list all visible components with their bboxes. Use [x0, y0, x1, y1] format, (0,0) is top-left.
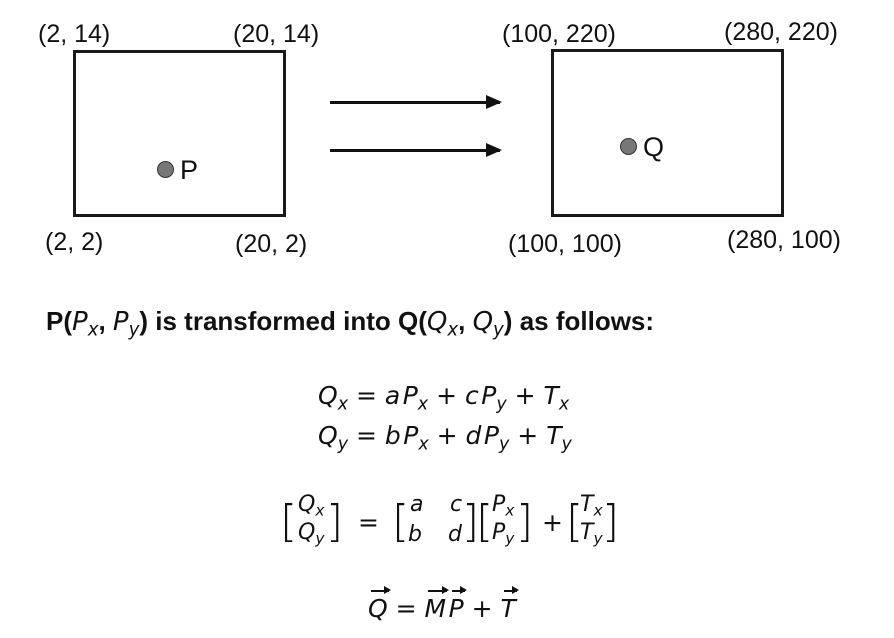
- eq1-sub-px: x: [417, 394, 429, 415]
- target-bottom-right-label: (280, 100): [727, 226, 841, 254]
- eq1-coef-c: c: [465, 381, 479, 410]
- target-bottom-left-label: (100, 100): [508, 230, 622, 258]
- matrix-t-top-var: T: [580, 492, 594, 517]
- desc-q-y-var: Q: [472, 307, 494, 337]
- matrix-t-top-sub: x: [593, 501, 603, 520]
- vector-t: T: [500, 586, 520, 623]
- eq2-sub-px: x: [418, 434, 429, 455]
- eq2-var-ty: T: [546, 421, 562, 450]
- matrix-p-top: Px: [492, 492, 514, 519]
- matrix-d: d: [448, 522, 462, 547]
- matrix-equation: [ Qx Qy ] = [ a c b d ] [ Px Py ] + [ Tx…: [280, 488, 620, 558]
- matrix-q-top-var: Q: [298, 492, 316, 517]
- source-top-left-label: (2, 14): [38, 20, 111, 48]
- target-top-right-label: (280, 220): [724, 18, 838, 46]
- desc-ending: as follows:: [512, 306, 655, 336]
- eq2-var-py: P: [483, 421, 499, 450]
- matrix-q-bottom-var: Q: [298, 520, 316, 545]
- matrix-p-top-var: P: [492, 492, 506, 517]
- point-q-label: Q: [643, 132, 665, 162]
- matrix-equals: =: [358, 508, 379, 537]
- target-rectangle: [551, 49, 784, 217]
- right-bracket: ]: [326, 496, 344, 547]
- matrix-q-top: Qx: [298, 492, 324, 519]
- matrix-p-bottom-sub: y: [505, 529, 515, 548]
- desc-middle: is transformed into: [148, 306, 398, 336]
- eq1-coef-a: a: [384, 381, 401, 410]
- desc-p-y-sub: y: [128, 319, 140, 341]
- target-top-left-label: (100, 220): [502, 20, 616, 48]
- eq1-lhs-sub: x: [337, 394, 349, 415]
- desc-q-x-var: Q: [426, 307, 448, 337]
- matrix-t-bottom-sub: y: [593, 529, 603, 548]
- eq1-var-tx: T: [543, 381, 559, 410]
- eq2-lhs: Q: [318, 421, 338, 450]
- eq2-var-px: P: [403, 421, 419, 450]
- equation-qy: Qy = b Px + d Py + Ty: [318, 421, 572, 455]
- vector-m: M: [424, 586, 449, 623]
- right-bracket: ]: [602, 496, 620, 547]
- eq1-sub-py: y: [496, 394, 507, 415]
- point-p-marker: [157, 161, 174, 178]
- vector-p: P: [448, 586, 467, 623]
- eq2-lhs-sub: y: [337, 434, 349, 455]
- matrix-p-bottom-var: P: [492, 520, 506, 545]
- source-rectangle: [73, 50, 286, 217]
- eq1-sub-tx: x: [558, 394, 570, 415]
- matrix-c: c: [450, 492, 463, 517]
- point-q-marker: [620, 138, 637, 155]
- source-top-right-label: (20, 14): [233, 20, 320, 48]
- eq2-sub-py: y: [499, 434, 510, 455]
- source-bottom-right-label: (20, 2): [235, 230, 308, 258]
- desc-p-y-var: P: [112, 307, 129, 337]
- eq1-var-px: P: [402, 381, 418, 410]
- vector-equation: Q = M P + T: [368, 586, 520, 623]
- matrix-p-top-sub: x: [505, 501, 515, 520]
- desc-q-x-sub: x: [447, 319, 459, 341]
- left-bracket: [: [280, 496, 298, 547]
- transform-description: P(Px, Py) is transformed into Q(Qx, Qy) …: [46, 306, 655, 341]
- transform-arrow-upper: [330, 95, 502, 109]
- desc-q-y-sub: y: [493, 319, 504, 341]
- desc-p-x-sub: x: [87, 319, 99, 341]
- transform-arrow-lower: [330, 143, 502, 157]
- matrix-q-bottom-sub: y: [315, 529, 325, 548]
- left-bracket: [: [476, 496, 494, 547]
- arrow-head-icon: [486, 143, 502, 157]
- vector-q: Q: [368, 586, 391, 623]
- eq2-coef-b: b: [384, 421, 401, 450]
- equation-qx: Qx = a Px + c Py + Tx: [318, 381, 570, 415]
- matrix-a: a: [410, 492, 424, 517]
- point-p-label: P: [180, 155, 199, 185]
- desc-p: P: [46, 306, 64, 336]
- matrix-plus: +: [542, 508, 563, 537]
- matrix-t-bottom: Ty: [580, 520, 603, 547]
- eq2-sub-ty: y: [561, 434, 572, 455]
- arrow-head-icon: [486, 95, 502, 109]
- right-bracket: ]: [462, 496, 480, 547]
- matrix-q-top-sub: x: [315, 501, 325, 520]
- eq1-var-py: P: [481, 381, 497, 410]
- left-bracket: [: [566, 496, 584, 547]
- eq1-lhs: Q: [318, 381, 338, 410]
- right-bracket: ]: [516, 496, 534, 547]
- matrix-t-bottom-var: T: [580, 520, 594, 545]
- matrix-b: b: [408, 522, 422, 547]
- eq2-coef-d: d: [465, 421, 482, 450]
- left-bracket: [: [392, 496, 410, 547]
- matrix-p-bottom: Py: [492, 520, 514, 547]
- matrix-q-bottom: Qy: [298, 520, 324, 547]
- desc-q: Q: [397, 306, 419, 336]
- desc-p-x-var: P: [72, 307, 88, 337]
- matrix-t-top: Tx: [580, 492, 603, 519]
- source-bottom-left-label: (2, 2): [45, 228, 104, 256]
